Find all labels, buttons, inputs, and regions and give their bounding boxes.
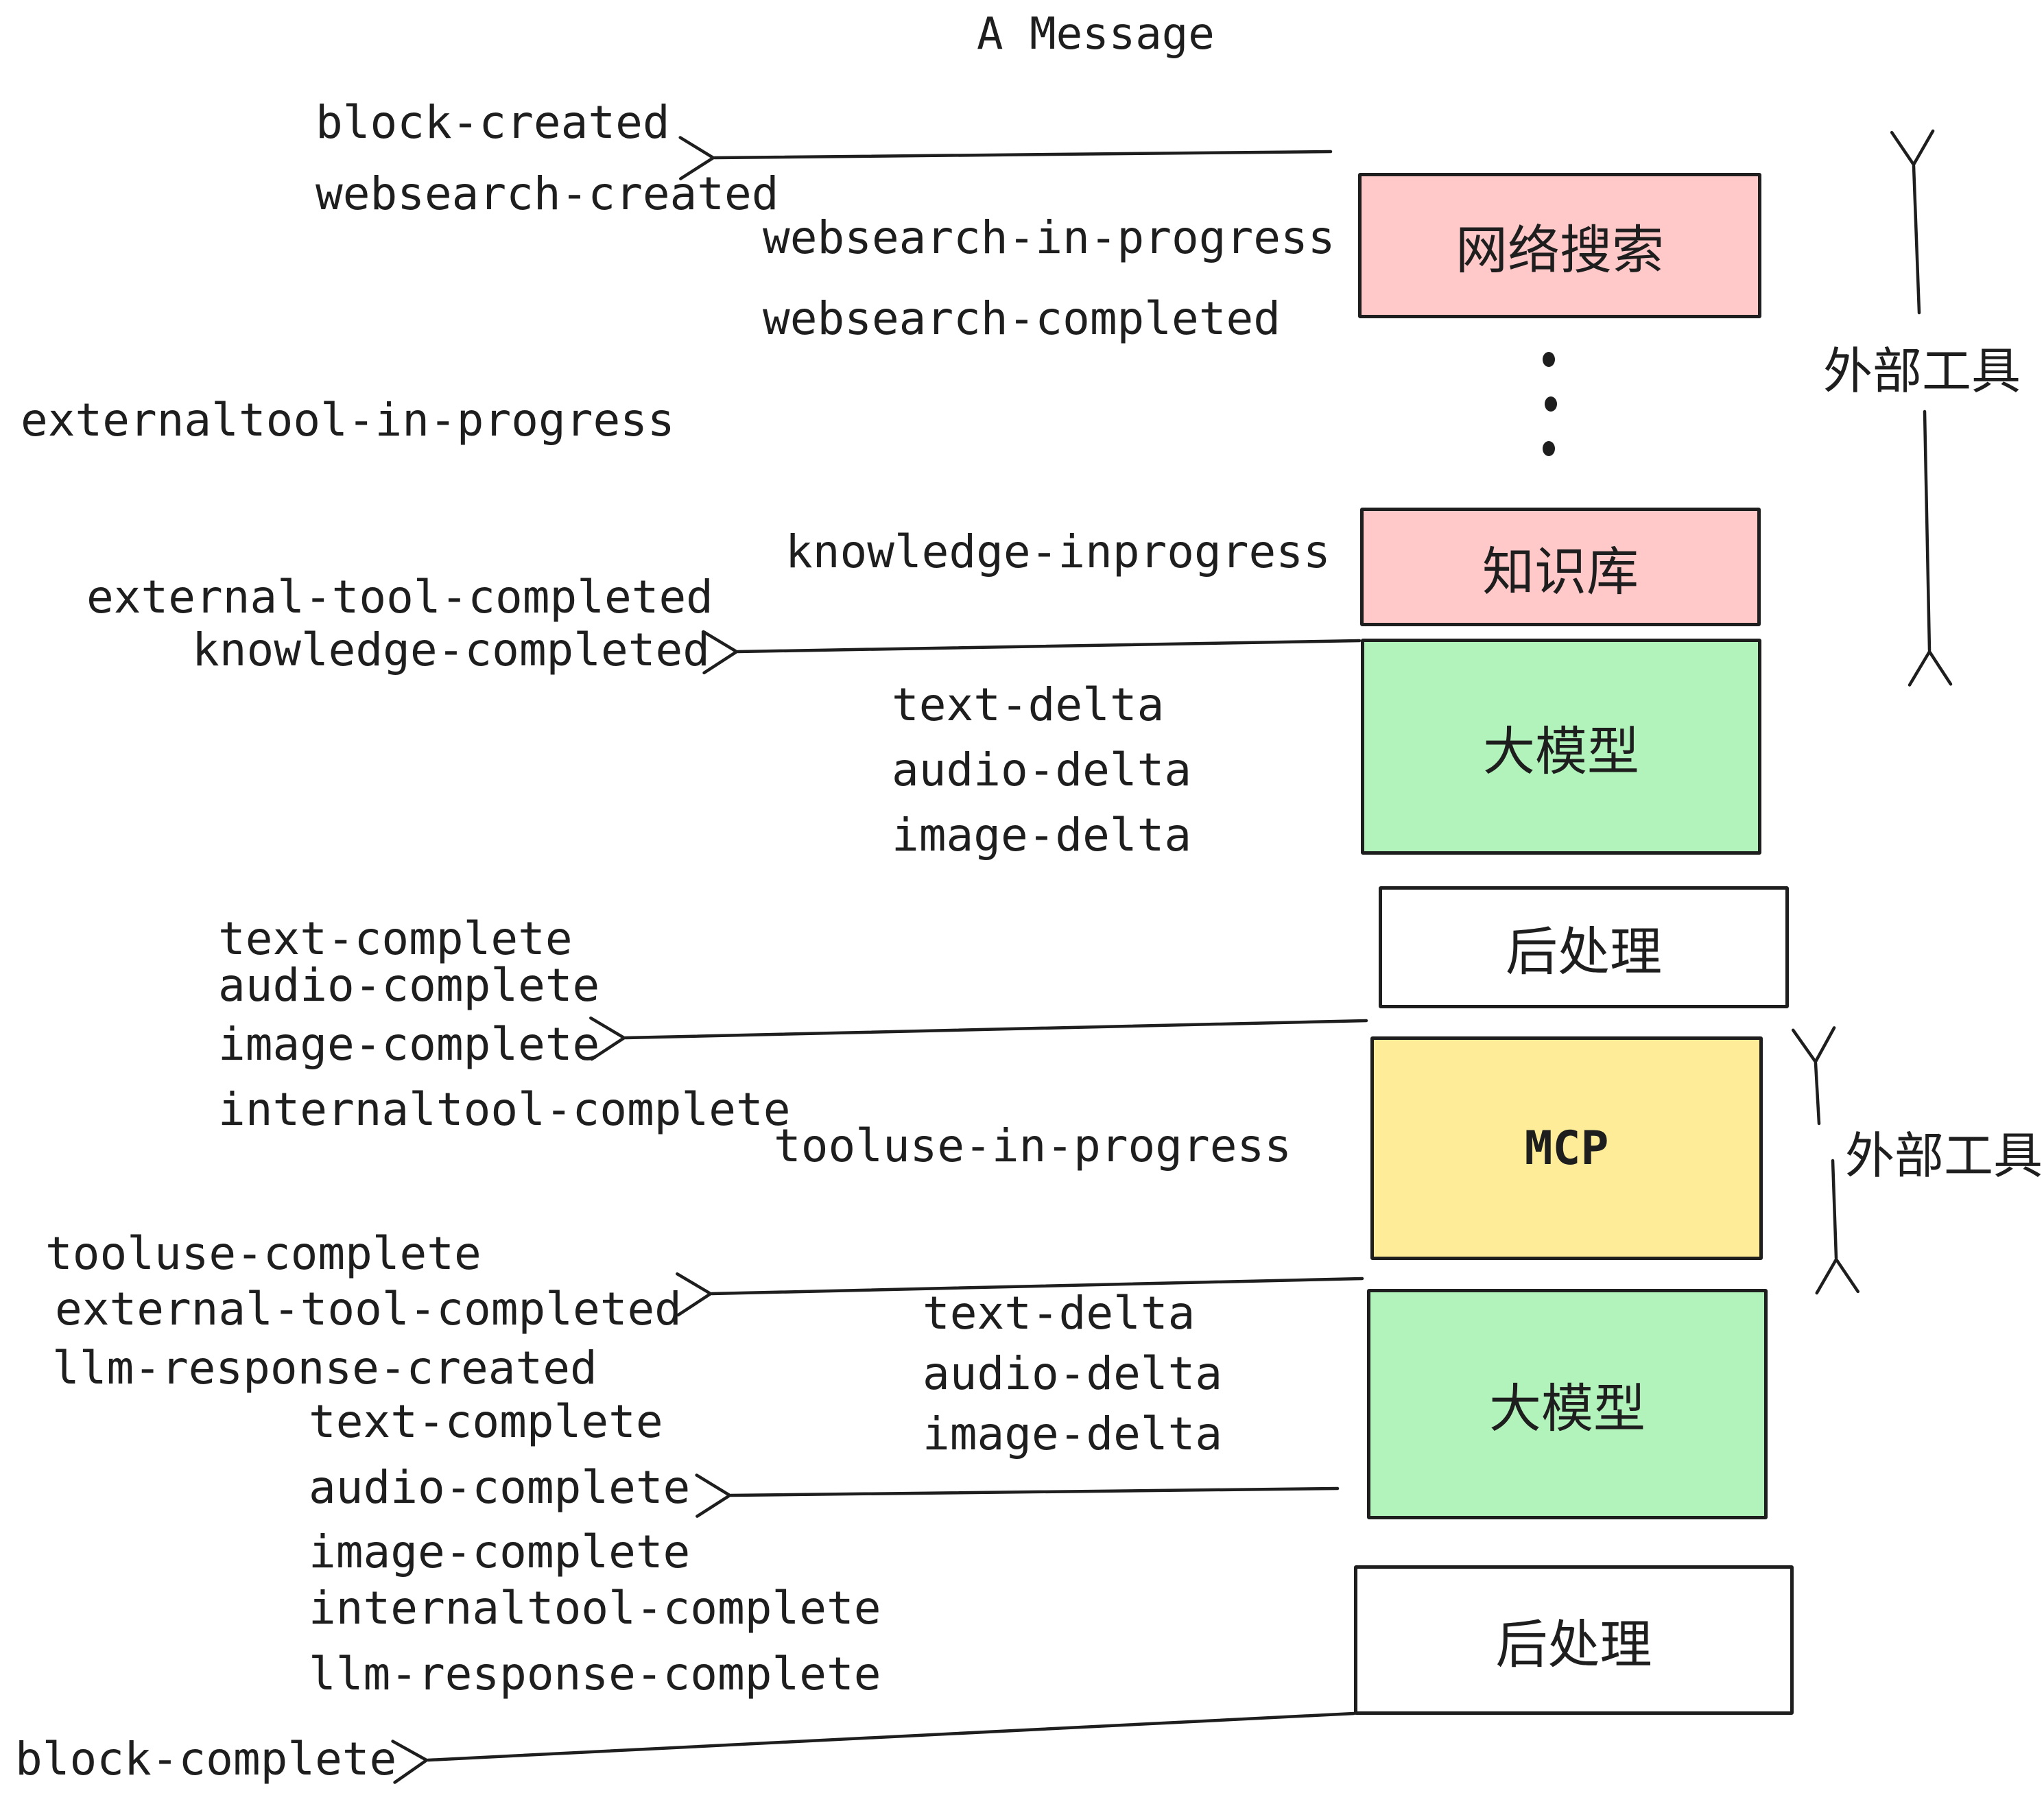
box-postprocess-1-label: 后处理 bbox=[1506, 921, 1662, 982]
event-external-tool-completed-1: external-tool-completed bbox=[86, 571, 713, 624]
external-tools-range-2-arrow-down bbox=[1815, 1159, 1859, 1295]
event-tooluse-in-progress: tooluse-in-progress bbox=[774, 1119, 1292, 1172]
ellipsis-dot bbox=[1545, 396, 1557, 412]
event-knowledge-completed: knowledge-completed bbox=[192, 624, 710, 676]
event-text-complete-1: text-complete bbox=[218, 912, 573, 965]
event-image-complete-1: image-complete bbox=[218, 1018, 600, 1071]
box-mcp-label: MCP bbox=[1524, 1121, 1609, 1176]
event-audio-complete-1: audio-complete bbox=[218, 959, 600, 1012]
event-llm-response-created: llm-response-created bbox=[52, 1342, 597, 1394]
box-knowledge-base-label: 知识库 bbox=[1482, 541, 1639, 602]
arrow-block-created bbox=[678, 136, 1333, 180]
event-tooluse-complete: tooluse-complete bbox=[45, 1227, 482, 1280]
external-tools-label-1: 外部工具 bbox=[1823, 342, 2021, 400]
event-audio-delta-2: audio-delta bbox=[923, 1347, 1223, 1400]
event-audio-complete-2: audio-complete bbox=[309, 1461, 691, 1514]
arrow-image-complete bbox=[589, 1016, 1368, 1061]
external-tools-range-1-arrow-down bbox=[1908, 410, 1953, 687]
box-postprocess-1: 后处理 bbox=[1379, 886, 1789, 1008]
external-tools-range-2-arrow-up bbox=[1791, 1026, 1836, 1126]
box-postprocess-2-label: 后处理 bbox=[1495, 1614, 1652, 1675]
event-websearch-in-progress: websearch-in-progress bbox=[763, 211, 1335, 264]
box-websearch-label: 网络搜索 bbox=[1455, 219, 1664, 281]
box-llm-2-label: 大模型 bbox=[1489, 1378, 1645, 1439]
event-externaltool-in-progress: externaltool-in-progress bbox=[21, 394, 675, 447]
ellipsis-dot bbox=[1543, 352, 1555, 367]
event-audio-delta-1: audio-delta bbox=[892, 744, 1192, 796]
external-tools-range-1-arrow-up bbox=[1890, 129, 1935, 315]
event-external-tool-completed-2: external-tool-completed bbox=[55, 1283, 682, 1336]
box-postprocess-2: 后处理 bbox=[1354, 1565, 1794, 1715]
box-llm-1: 大模型 bbox=[1361, 639, 1761, 855]
event-image-complete-2: image-complete bbox=[309, 1526, 691, 1578]
event-image-delta-2: image-delta bbox=[923, 1408, 1223, 1460]
box-knowledge-base: 知识库 bbox=[1360, 508, 1761, 626]
event-websearch-created: websearch-created bbox=[316, 167, 779, 220]
box-llm-1-label: 大模型 bbox=[1483, 720, 1639, 782]
event-knowledge-inprogress: knowledge-inprogress bbox=[785, 525, 1331, 578]
ellipsis-dot bbox=[1543, 441, 1555, 456]
event-llm-response-complete: llm-response-complete bbox=[309, 1648, 881, 1700]
event-internaltool-complete-2: internaltool-complete bbox=[309, 1582, 881, 1635]
box-llm-2: 大模型 bbox=[1367, 1289, 1768, 1519]
arrow-knowledge-completed bbox=[702, 630, 1362, 675]
event-internaltool-complete-1: internaltool-complete bbox=[218, 1083, 791, 1136]
event-text-complete-2: text-complete bbox=[309, 1395, 663, 1448]
arrow-audio-complete bbox=[695, 1473, 1340, 1518]
page-title: A Message bbox=[977, 9, 1215, 60]
event-websearch-completed: websearch-completed bbox=[763, 292, 1281, 345]
event-block-created: block-created bbox=[316, 96, 670, 149]
event-text-delta-2: text-delta bbox=[923, 1287, 1196, 1340]
event-text-delta-1: text-delta bbox=[892, 678, 1165, 731]
external-tools-label-2: 外部工具 bbox=[1845, 1127, 2043, 1185]
box-websearch: 网络搜索 bbox=[1358, 173, 1761, 318]
event-image-delta-1: image-delta bbox=[892, 809, 1192, 862]
box-mcp: MCP bbox=[1370, 1036, 1763, 1260]
event-block-complete: block-complete bbox=[15, 1733, 397, 1785]
arrow-block-complete bbox=[391, 1711, 1356, 1784]
arrow-tooluse-complete bbox=[676, 1272, 1364, 1317]
